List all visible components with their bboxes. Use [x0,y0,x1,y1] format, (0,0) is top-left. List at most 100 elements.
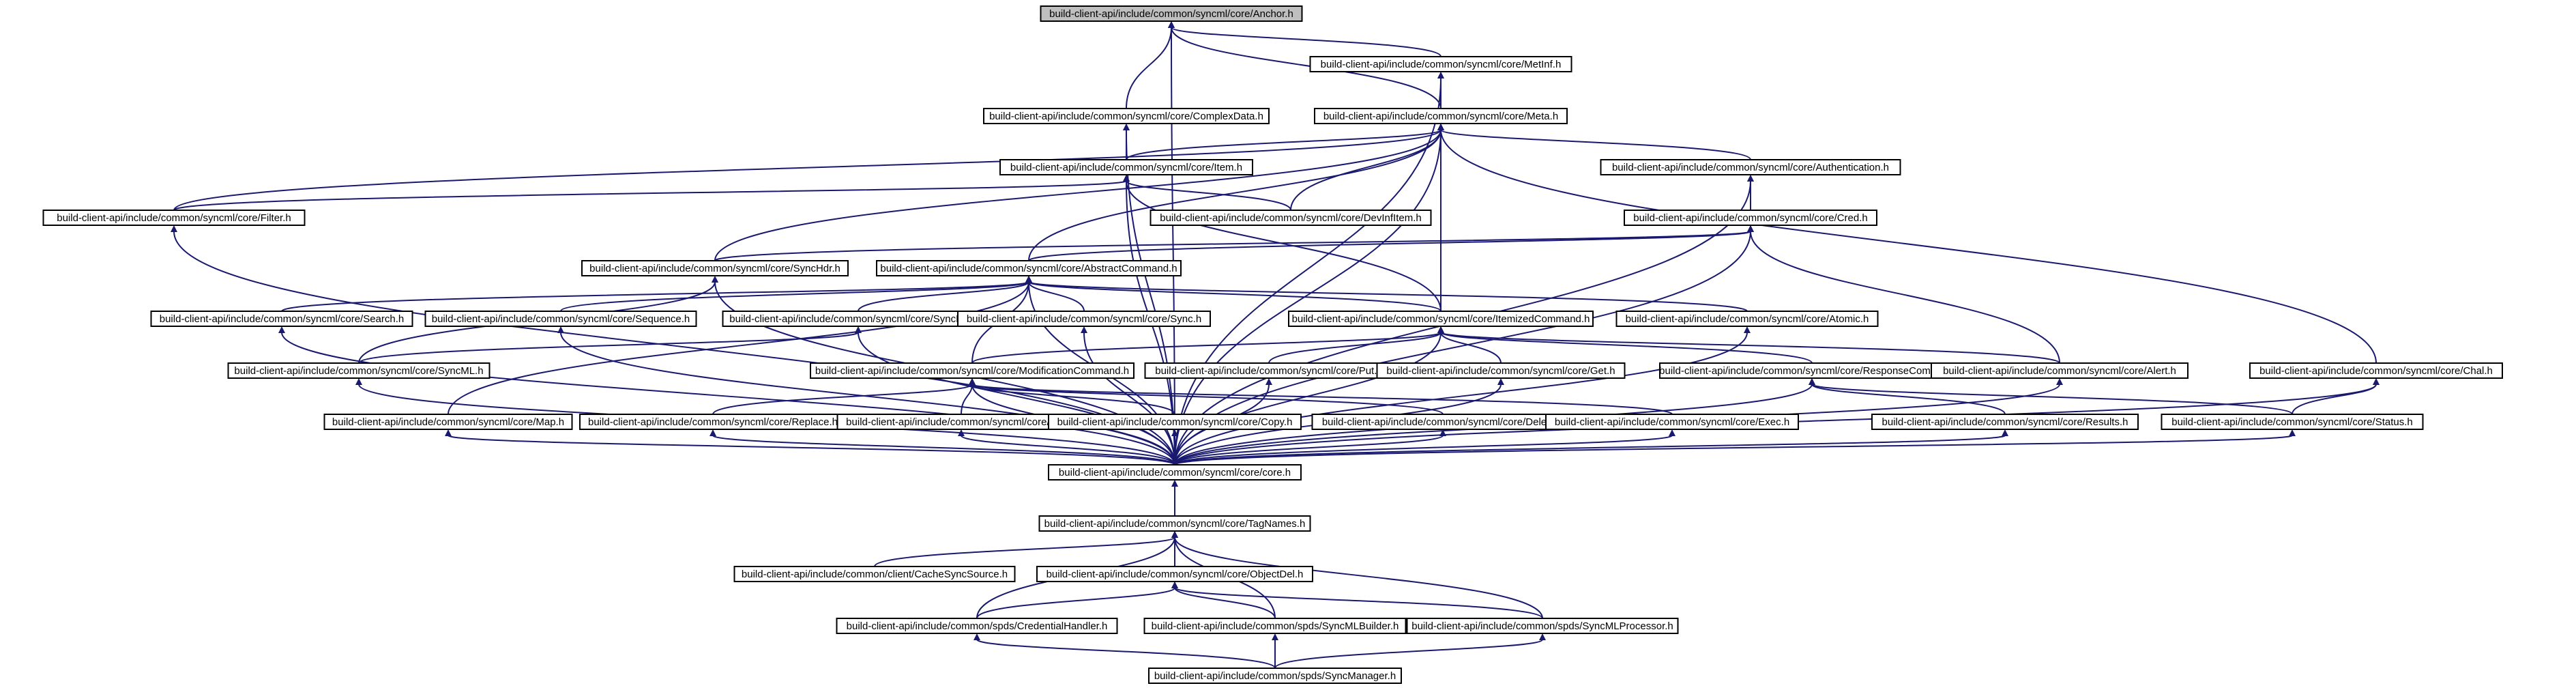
node-copy[interactable]: build-client-api/include/common/syncml/c… [1048,414,1302,430]
node-box-syncml [227,362,491,379]
node-get[interactable]: build-client-api/include/common/syncml/c… [1376,362,1626,379]
node-box-map [323,414,573,430]
arrowhead-core-to-put [1265,378,1272,385]
edge-core-to-delete [1174,435,1444,465]
node-responsecommand[interactable]: build-client-api/include/common/syncml/c… [1659,362,1965,379]
node-complexdata[interactable]: build-client-api/include/common/syncml/c… [983,108,1270,124]
node-box-copy [1048,414,1302,430]
node-itemizedcommand[interactable]: build-client-api/include/common/syncml/c… [1288,311,1594,327]
node-label-authentication: build-client-api/include/common/syncml/c… [1612,162,1889,173]
edge-results-to-responsecommand [1811,384,2006,415]
node-authentication[interactable]: build-client-api/include/common/syncml/c… [1600,159,1901,175]
node-alert[interactable]: build-client-api/include/common/syncml/c… [1931,362,2189,379]
node-syncmanager[interactable]: build-client-api/include/common/spds/Syn… [1148,668,1402,684]
node-chal[interactable]: build-client-api/include/common/syncml/c… [2249,362,2503,379]
edge-core-to-sync [1083,332,1175,465]
node-add[interactable]: build-client-api/include/common/syncml/c… [836,414,1086,430]
arrowhead-core-to-chal [2373,378,2380,385]
node-label-syncmlprocessor: build-client-api/include/common/spds/Syn… [1411,620,1673,632]
edge-item-to-meta [1126,129,1441,160]
node-item[interactable]: build-client-api/include/common/syncml/c… [999,159,1253,175]
edge-responsecommand-to-itemizedcommand [1440,332,1813,364]
node-label-syncml: build-client-api/include/common/syncml/c… [234,365,483,377]
edge-get-to-itemizedcommand [1440,332,1502,364]
node-label-core: build-client-api/include/common/syncml/c… [1059,467,1291,478]
node-anchor[interactable]: build-client-api/include/common/syncml/c… [1040,5,1303,22]
node-label-copy: build-client-api/include/common/syncml/c… [1057,416,1293,428]
node-synchdr[interactable]: build-client-api/include/common/syncml/c… [581,260,849,276]
edge-put-to-itemizedcommand [1268,332,1441,364]
node-label-metinf: build-client-api/include/common/syncml/c… [1321,59,1562,70]
node-put[interactable]: build-client-api/include/common/syncml/c… [1144,362,1394,379]
node-exec[interactable]: build-client-api/include/common/syncml/c… [1545,414,1799,430]
node-box-atomic [1615,311,1879,327]
node-syncbody[interactable]: build-client-api/include/common/syncml/c… [722,311,995,327]
node-results[interactable]: build-client-api/include/common/syncml/c… [1871,414,2139,430]
node-core[interactable]: build-client-api/include/common/syncml/c… [1048,464,1302,481]
node-replace[interactable]: build-client-api/include/common/syncml/c… [579,414,847,430]
node-syncmlprocessor[interactable]: build-client-api/include/common/spds/Syn… [1406,618,1679,634]
edge-itemizedcommand-to-abstractcommand [1028,281,1441,312]
edge-sequence-to-abstractcommand [560,281,1029,312]
edge-core-to-meta [1174,129,1441,465]
node-label-synchdr: build-client-api/include/common/syncml/c… [589,263,840,274]
node-label-item: build-client-api/include/common/syncml/c… [1010,162,1242,173]
node-box-results [1871,414,2139,430]
node-objectdel[interactable]: build-client-api/include/common/syncml/c… [1036,566,1313,582]
arrowhead-core-to-copy [1171,429,1178,436]
node-label-anchor: build-client-api/include/common/syncml/c… [1049,8,1293,20]
edge-syncmlbuilder-to-objectdel [1174,587,1276,619]
node-box-search [150,311,413,327]
node-label-add: build-client-api/include/common/syncml/c… [846,416,1077,428]
node-filter[interactable]: build-client-api/include/common/syncml/c… [42,210,306,226]
node-cred[interactable]: build-client-api/include/common/syncml/c… [1624,210,1877,226]
edge-search-to-abstractcommand [281,281,1029,312]
arrowhead-core-to-metinf [1437,72,1444,78]
node-label-abstractcommand: build-client-api/include/common/syncml/c… [880,263,1177,274]
arrowhead-core-to-sequence [557,326,564,333]
node-box-exec [1545,414,1799,430]
node-box-complexdata [983,108,1270,124]
edge-core-to-map [448,435,1175,465]
arrowhead-core-to-add [958,429,965,436]
node-label-get: build-client-api/include/common/syncml/c… [1386,365,1615,377]
node-label-alert: build-client-api/include/common/syncml/c… [1943,365,2176,377]
edge-abstractcommand-to-cred [1028,231,1751,261]
node-status[interactable]: build-client-api/include/common/syncml/c… [2161,414,2424,430]
node-delete[interactable]: build-client-api/include/common/syncml/c… [1311,414,1575,430]
arrowhead-core-to-synchdr [712,276,718,283]
node-box-metinf [1309,56,1572,72]
edge-core-to-atomic [1174,332,1748,465]
node-abstractcommand[interactable]: build-client-api/include/common/syncml/c… [876,260,1182,276]
node-tagnames[interactable]: build-client-api/include/common/syncml/c… [1038,515,1311,532]
edge-chal-to-meta [1440,129,2377,364]
node-devinfitem[interactable]: build-client-api/include/common/syncml/c… [1150,210,1432,226]
arrowhead-tagnames-to-core [1171,480,1178,487]
node-box-modificationcommand [810,362,1135,379]
node-sequence[interactable]: build-client-api/include/common/syncml/c… [424,311,697,327]
node-sync[interactable]: build-client-api/include/common/syncml/c… [957,311,1211,327]
edge-modificationcommand-to-itemizedcommand [971,332,1441,364]
arrowhead-core-to-abstractcommand [1025,276,1032,283]
node-syncml[interactable]: build-client-api/include/common/syncml/c… [227,362,491,379]
edge-core-to-results [1174,435,2006,465]
edge-core-to-exec [1174,435,1673,465]
node-label-exec: build-client-api/include/common/syncml/c… [1555,416,1789,428]
node-metinf[interactable]: build-client-api/include/common/syncml/c… [1309,56,1572,72]
node-search[interactable]: build-client-api/include/common/syncml/c… [150,311,413,327]
node-box-sequence [424,311,697,327]
node-label-chal: build-client-api/include/common/syncml/c… [2259,365,2493,377]
arrowhead-syncmlprocessor-to-objectdel [1171,582,1178,588]
node-label-atomic: build-client-api/include/common/syncml/c… [1626,313,1869,325]
node-map[interactable]: build-client-api/include/common/syncml/c… [323,414,573,430]
node-meta[interactable]: build-client-api/include/common/syncml/c… [1314,108,1568,124]
node-box-anchor [1040,5,1303,22]
node-credentialhandler[interactable]: build-client-api/include/common/spds/Cre… [836,618,1118,634]
node-cachesyncsource[interactable]: build-client-api/include/common/client/C… [733,566,1016,582]
node-modificationcommand[interactable]: build-client-api/include/common/syncml/c… [810,362,1135,379]
edge-metinf-to-anchor [1171,27,1441,57]
node-label-objectdel: build-client-api/include/common/syncml/c… [1046,569,1304,580]
node-syncmlbuilder[interactable]: build-client-api/include/common/spds/Syn… [1143,618,1407,634]
node-atomic[interactable]: build-client-api/include/common/syncml/c… [1615,311,1879,327]
